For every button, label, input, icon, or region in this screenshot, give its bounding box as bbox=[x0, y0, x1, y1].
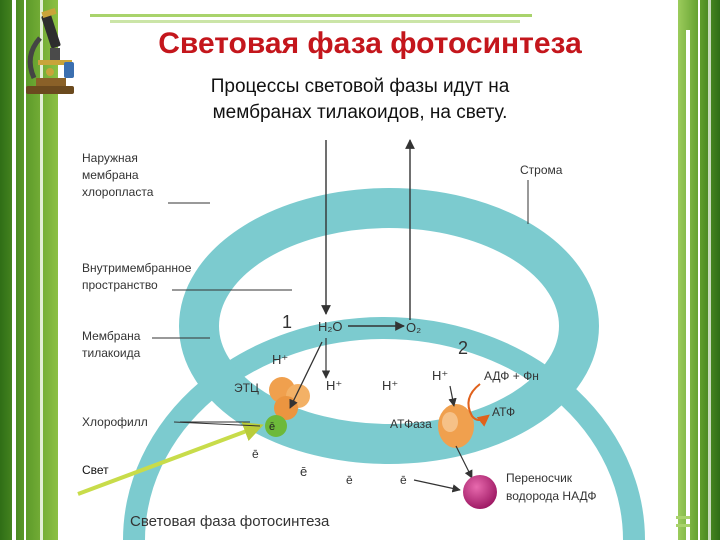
diagram-caption: Световая фаза фотосинтеза bbox=[130, 513, 330, 530]
right-stripe bbox=[686, 30, 690, 540]
subtitle-line-1: Процессы световой фазы идут на bbox=[210, 76, 510, 97]
nadp-carrier bbox=[463, 475, 497, 509]
top-line bbox=[110, 20, 520, 23]
step-marker-1: 1 bbox=[282, 312, 292, 332]
proton-center: H⁺ bbox=[326, 378, 342, 393]
outer-membrane-shape bbox=[123, 317, 645, 540]
diagram-panel: Наружная мембрана хлоропласта Внутримемб… bbox=[64, 128, 676, 540]
chlorophyll-molecule bbox=[265, 415, 287, 437]
label-atp: АТФ bbox=[492, 405, 515, 419]
subtitle-line-2: мембранах тилакоидов, на свету. bbox=[212, 102, 508, 123]
proton-right: H⁺ bbox=[382, 378, 398, 393]
photosynthesis-diagram: Наружная мембрана хлоропласта Внутримемб… bbox=[77, 139, 645, 540]
label-outer-membrane-2: мембрана bbox=[82, 168, 139, 182]
label-nadp-carrier-1: Переносчик bbox=[506, 471, 573, 485]
label-atpase: АТФаза bbox=[390, 417, 432, 431]
label-adp-pn: АДФ + Фн bbox=[484, 369, 539, 383]
microscope-icon bbox=[26, 8, 74, 94]
arrow-proton-through-atpase bbox=[448, 385, 457, 407]
left-stripe bbox=[40, 0, 43, 540]
arrow-water-to-etc bbox=[289, 341, 323, 409]
slide-subtitle: Процессы световой фазы идут на мембранах… bbox=[60, 74, 660, 126]
proton-left: H⁺ bbox=[272, 352, 288, 367]
label-thylakoid-membrane-1: Мембрана bbox=[82, 329, 141, 343]
light-beam bbox=[77, 422, 264, 496]
right-stripe bbox=[708, 0, 711, 540]
label-stroma: Строма bbox=[520, 163, 563, 177]
label-outer-membrane: Наружная мембрана хлоропласта bbox=[82, 151, 154, 199]
slide-title: Световая фаза фотосинтеза bbox=[158, 27, 582, 60]
label-etc: ЭТЦ bbox=[234, 381, 259, 395]
arrow-electron-to-carrier bbox=[413, 479, 461, 493]
electron-1: ē bbox=[252, 447, 259, 461]
label-light: Свет bbox=[82, 463, 109, 477]
water-label: H₂O bbox=[318, 319, 343, 334]
arrow-atpase-to-carrier bbox=[455, 445, 473, 479]
left-stripe bbox=[12, 0, 16, 540]
right-stripe bbox=[698, 0, 700, 540]
electron-3: ē bbox=[346, 473, 353, 487]
label-thylakoid-membrane-2: тилакоида bbox=[82, 346, 141, 360]
electron-4: ē bbox=[400, 473, 407, 487]
proton-atpase: H⁺ bbox=[432, 368, 448, 383]
label-outer-membrane-3: хлоропласта bbox=[82, 185, 154, 199]
electron-2: ē bbox=[300, 464, 307, 479]
step-marker-2: 2 bbox=[458, 338, 468, 358]
label-thylakoid-membrane: Мембрана тилакоида bbox=[82, 329, 144, 360]
label-chlorophyll: Хлорофилл bbox=[82, 415, 148, 429]
thylakoid-ring-shape bbox=[179, 188, 599, 464]
top-line bbox=[90, 14, 532, 17]
label-intermembrane-2: пространство bbox=[82, 278, 158, 292]
electron-on-chlorophyll: ē bbox=[269, 421, 275, 433]
atp-synthase bbox=[438, 404, 474, 448]
left-stripe bbox=[24, 0, 26, 540]
label-nadp-carrier-2: водорода НАДФ bbox=[506, 489, 596, 503]
leader-line bbox=[173, 421, 261, 427]
oxygen-label: O₂ bbox=[406, 320, 421, 335]
atp-synthesis-arrow bbox=[467, 383, 490, 427]
label-intermembrane-1: Внутримембранное bbox=[82, 261, 192, 275]
label-outer-membrane-1: Наружная bbox=[82, 151, 138, 165]
label-nadp-carrier: Переносчик водорода НАДФ bbox=[506, 471, 596, 503]
label-intermembrane: Внутримембранное пространство bbox=[82, 261, 195, 292]
